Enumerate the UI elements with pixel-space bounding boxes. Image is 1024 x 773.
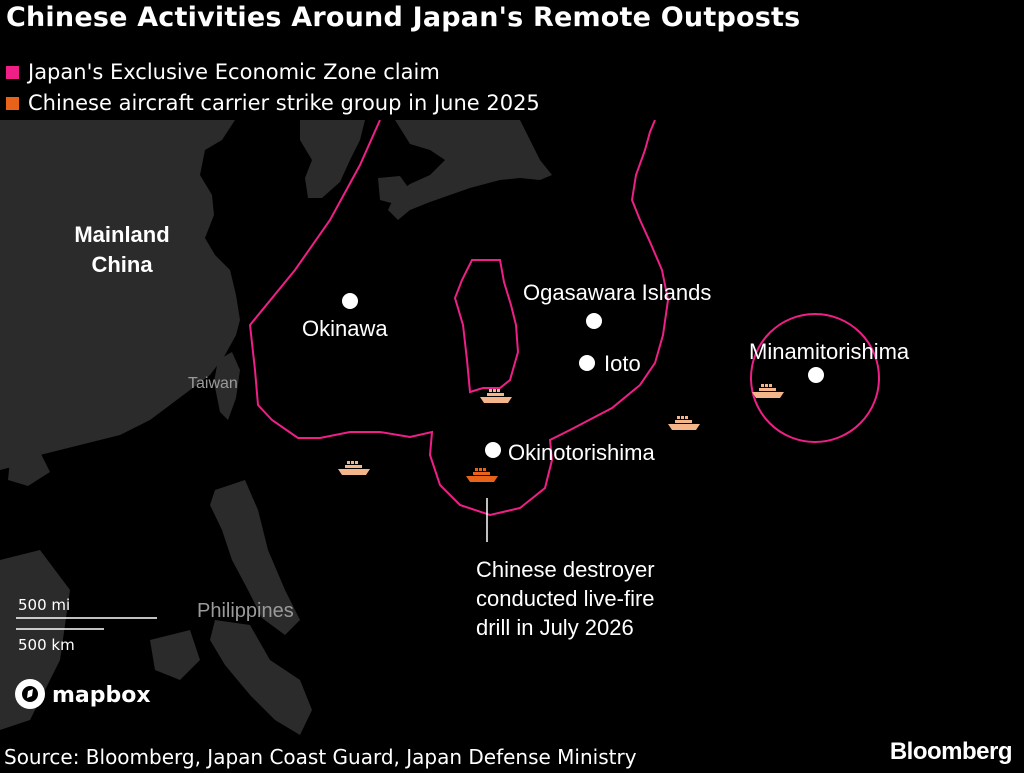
hainan <box>8 452 50 486</box>
bloomberg-logo: Bloomberg <box>889 738 1013 765</box>
mapbox-logo[interactable]: mapbox <box>15 679 151 709</box>
chart-title: Chinese Activities Around Japan's Remote… <box>6 2 801 33</box>
korea <box>300 120 365 198</box>
ship-icon <box>668 416 700 430</box>
label-ioto: Ioto <box>604 351 641 376</box>
legend-item-carrier: Chinese aircraft carrier strike group in… <box>6 91 540 115</box>
scale-label-mi: 500 mi <box>18 596 70 614</box>
ships <box>338 384 784 482</box>
eez-minamitorishima <box>750 313 880 443</box>
location-dots <box>342 293 824 458</box>
ship-icon <box>480 389 512 403</box>
mindanao-west <box>150 630 200 680</box>
legend-label-carrier: Chinese aircraft carrier strike group in… <box>28 91 540 115</box>
legend-swatch-orange <box>6 96 19 110</box>
location-dot-icon <box>485 442 501 458</box>
annotation-line3: drill in July 2026 <box>476 615 634 640</box>
location-dot-icon <box>342 293 358 309</box>
legend-swatch-pink <box>6 65 19 79</box>
location-dot-icon <box>808 367 824 383</box>
japan-south <box>378 176 410 204</box>
legend-item-eez: Japan's Exclusive Economic Zone claim <box>6 60 440 84</box>
location-dot-icon <box>586 313 602 329</box>
taiwan <box>214 352 240 420</box>
label-taiwan: Taiwan <box>188 375 238 392</box>
ship-icon <box>466 468 498 482</box>
eez-outlines <box>248 120 880 517</box>
annotation-line2: conducted live-fire <box>476 586 655 611</box>
scale-label-km: 500 km <box>18 636 75 654</box>
label-minamitorishima: Minamitorishima <box>749 339 910 364</box>
eez-inner <box>453 259 520 394</box>
ship-icon <box>338 461 370 475</box>
label-philippines: Philippines <box>197 600 294 622</box>
ship-icon <box>752 384 784 398</box>
land <box>0 120 552 735</box>
borneo <box>0 550 70 730</box>
location-dot-icon <box>579 355 595 371</box>
japan-main <box>388 120 552 220</box>
visayas <box>210 620 312 735</box>
map[interactable]: Mainland China Taiwan Philippines Okinaw… <box>0 120 1024 740</box>
label-okinotorishima: Okinotorishima <box>508 440 655 465</box>
label-okinawa: Okinawa <box>302 316 388 341</box>
mapbox-text: mapbox <box>52 683 151 708</box>
mainland-china <box>0 120 240 470</box>
legend-label-eez: Japan's Exclusive Economic Zone claim <box>28 60 440 84</box>
source-note: Source: Bloomberg, Japan Coast Guard, Ja… <box>4 745 637 769</box>
label-mainland-line1: Mainland <box>74 222 169 247</box>
annotation-line1: Chinese destroyer <box>476 557 655 582</box>
label-ogasawara: Ogasawara Islands <box>523 280 711 305</box>
luzon <box>210 480 300 635</box>
eez-main <box>248 120 670 517</box>
scale-bar: 500 mi 500 km <box>16 596 157 654</box>
label-mainland-line2: China <box>91 252 153 277</box>
map-labels: Mainland China Taiwan Philippines Okinaw… <box>74 222 910 640</box>
